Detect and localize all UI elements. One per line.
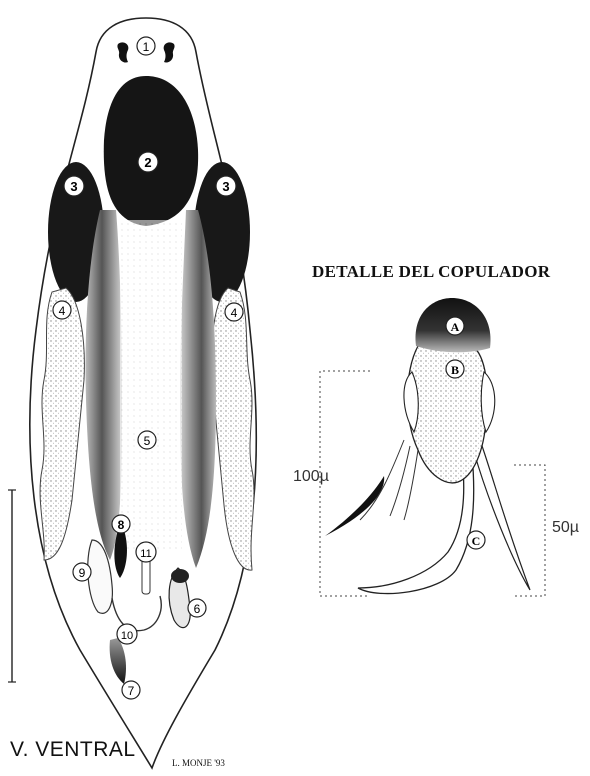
view-label: V. VENTRAL	[10, 738, 136, 762]
svg-text:11: 11	[140, 548, 151, 560]
svg-text:B: B	[451, 363, 459, 377]
credit-label: L. MONJE '93	[172, 758, 225, 768]
copulator-small-bulb	[171, 569, 189, 583]
label-9: 9	[73, 563, 91, 581]
svg-text:2: 2	[144, 155, 151, 170]
label-8: 8	[112, 515, 130, 533]
label-3-right: 3	[216, 176, 236, 196]
label-5: 5	[138, 431, 156, 449]
svg-text:5: 5	[144, 434, 151, 448]
svg-text:10: 10	[121, 630, 133, 642]
label-b: B	[446, 360, 464, 378]
label-2: 2	[138, 152, 158, 172]
svg-text:3: 3	[70, 179, 77, 194]
label-4-right: 4	[225, 303, 243, 321]
svg-text:1: 1	[143, 40, 150, 54]
svg-text:4: 4	[231, 306, 238, 320]
copulator-lobe-right	[481, 372, 495, 432]
label-11: 11	[136, 542, 156, 562]
label-6: 6	[188, 599, 206, 617]
copulator-arm-left-3	[404, 450, 418, 520]
svg-text:C: C	[472, 534, 481, 548]
svg-text:4: 4	[59, 304, 66, 318]
scale-label-100: 100µ	[293, 468, 329, 486]
intestine-center	[120, 220, 182, 550]
copulator-spine-right	[474, 440, 530, 590]
label-4-left: 4	[53, 301, 71, 319]
svg-text:6: 6	[194, 602, 201, 616]
copulator-arm-left-2	[390, 446, 410, 516]
label-1: 1	[137, 37, 155, 55]
organ-2	[104, 76, 198, 226]
label-c: C	[467, 531, 485, 549]
svg-text:3: 3	[222, 179, 229, 194]
copulator-stylet-left	[325, 476, 384, 536]
svg-text:A: A	[451, 320, 460, 334]
label-10: 10	[117, 624, 137, 644]
svg-text:8: 8	[118, 518, 125, 532]
label-3-left: 3	[64, 176, 84, 196]
svg-text:7: 7	[128, 684, 135, 698]
svg-text:9: 9	[79, 566, 86, 580]
detail-title: DETALLE DEL COPULADOR	[312, 262, 550, 282]
label-a: A	[446, 317, 464, 335]
scale-label-50: 50µ	[552, 519, 579, 537]
scale-bracket-50	[514, 465, 545, 596]
label-7: 7	[122, 681, 140, 699]
